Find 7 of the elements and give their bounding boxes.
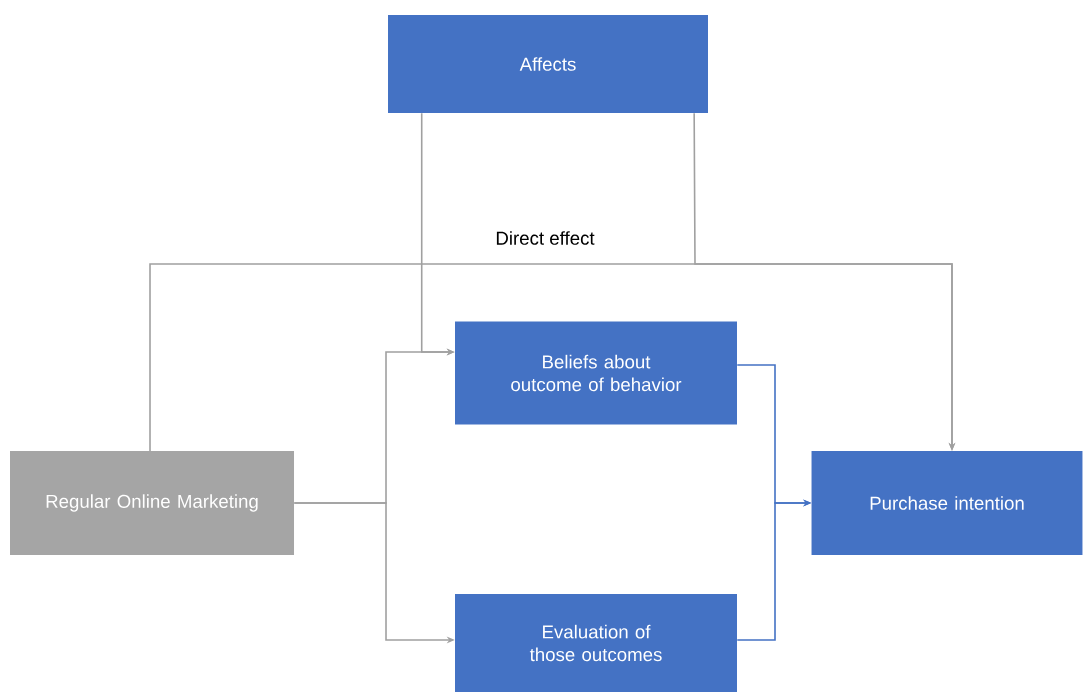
process-box: Regular Online Marketing xyxy=(10,451,294,555)
process-box: Affects xyxy=(388,15,708,113)
process-box: Purchase intention xyxy=(811,451,1083,555)
process-box: Beliefs about outcome of behavior xyxy=(455,321,737,425)
arrow xyxy=(149,263,956,452)
process-box: Evaluation of those outcomes xyxy=(455,594,737,692)
edge-label: Direct effect xyxy=(494,229,596,247)
